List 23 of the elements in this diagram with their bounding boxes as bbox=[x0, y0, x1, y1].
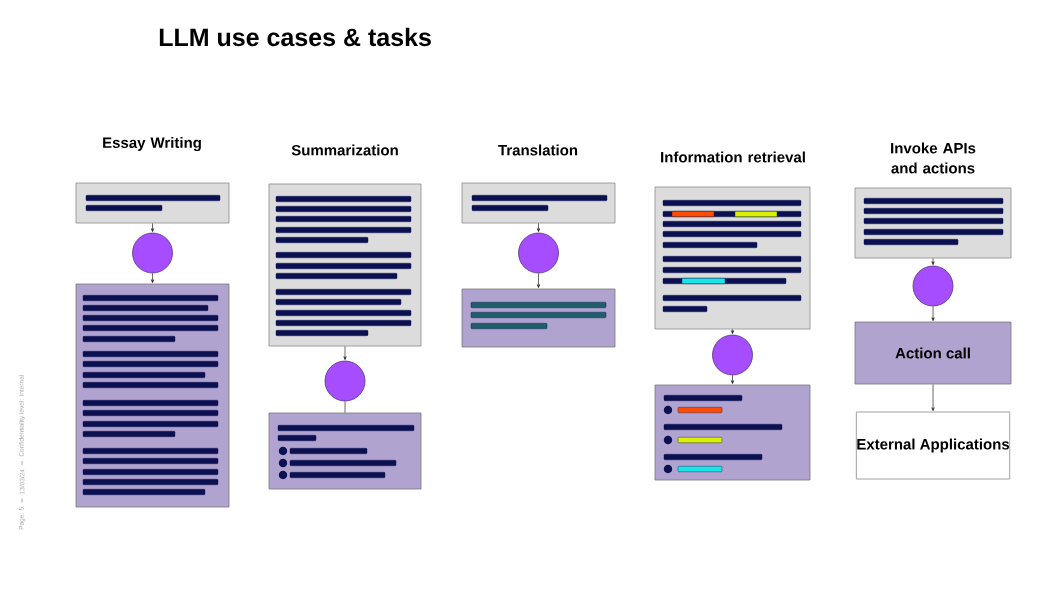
process-box: Action call bbox=[854, 321, 1012, 385]
column-heading: Invoke APIs and actions bbox=[891, 142, 976, 174]
arrow bbox=[931, 384, 935, 411]
column-heading: Essay Writing bbox=[103, 137, 201, 152]
arrow bbox=[730, 375, 735, 384]
model-circle bbox=[518, 232, 559, 274]
model-circle bbox=[132, 232, 173, 274]
model-circle bbox=[712, 334, 753, 376]
column-heading: Translation bbox=[498, 144, 578, 156]
column-heading: Summarization bbox=[291, 144, 398, 156]
arrow bbox=[931, 258, 935, 265]
arrow bbox=[150, 273, 155, 283]
column-heading: Information retrieval bbox=[661, 151, 805, 163]
slide-title: LLM use cases & tasks bbox=[159, 27, 431, 47]
arrow bbox=[536, 273, 541, 288]
arrow bbox=[343, 346, 347, 360]
arrow bbox=[536, 223, 541, 232]
arrow bbox=[150, 223, 155, 232]
model-circle bbox=[324, 360, 366, 402]
arrow bbox=[931, 306, 935, 321]
process-box: External Applications bbox=[855, 411, 1011, 480]
arrow bbox=[730, 329, 735, 334]
model-circle bbox=[912, 265, 954, 307]
